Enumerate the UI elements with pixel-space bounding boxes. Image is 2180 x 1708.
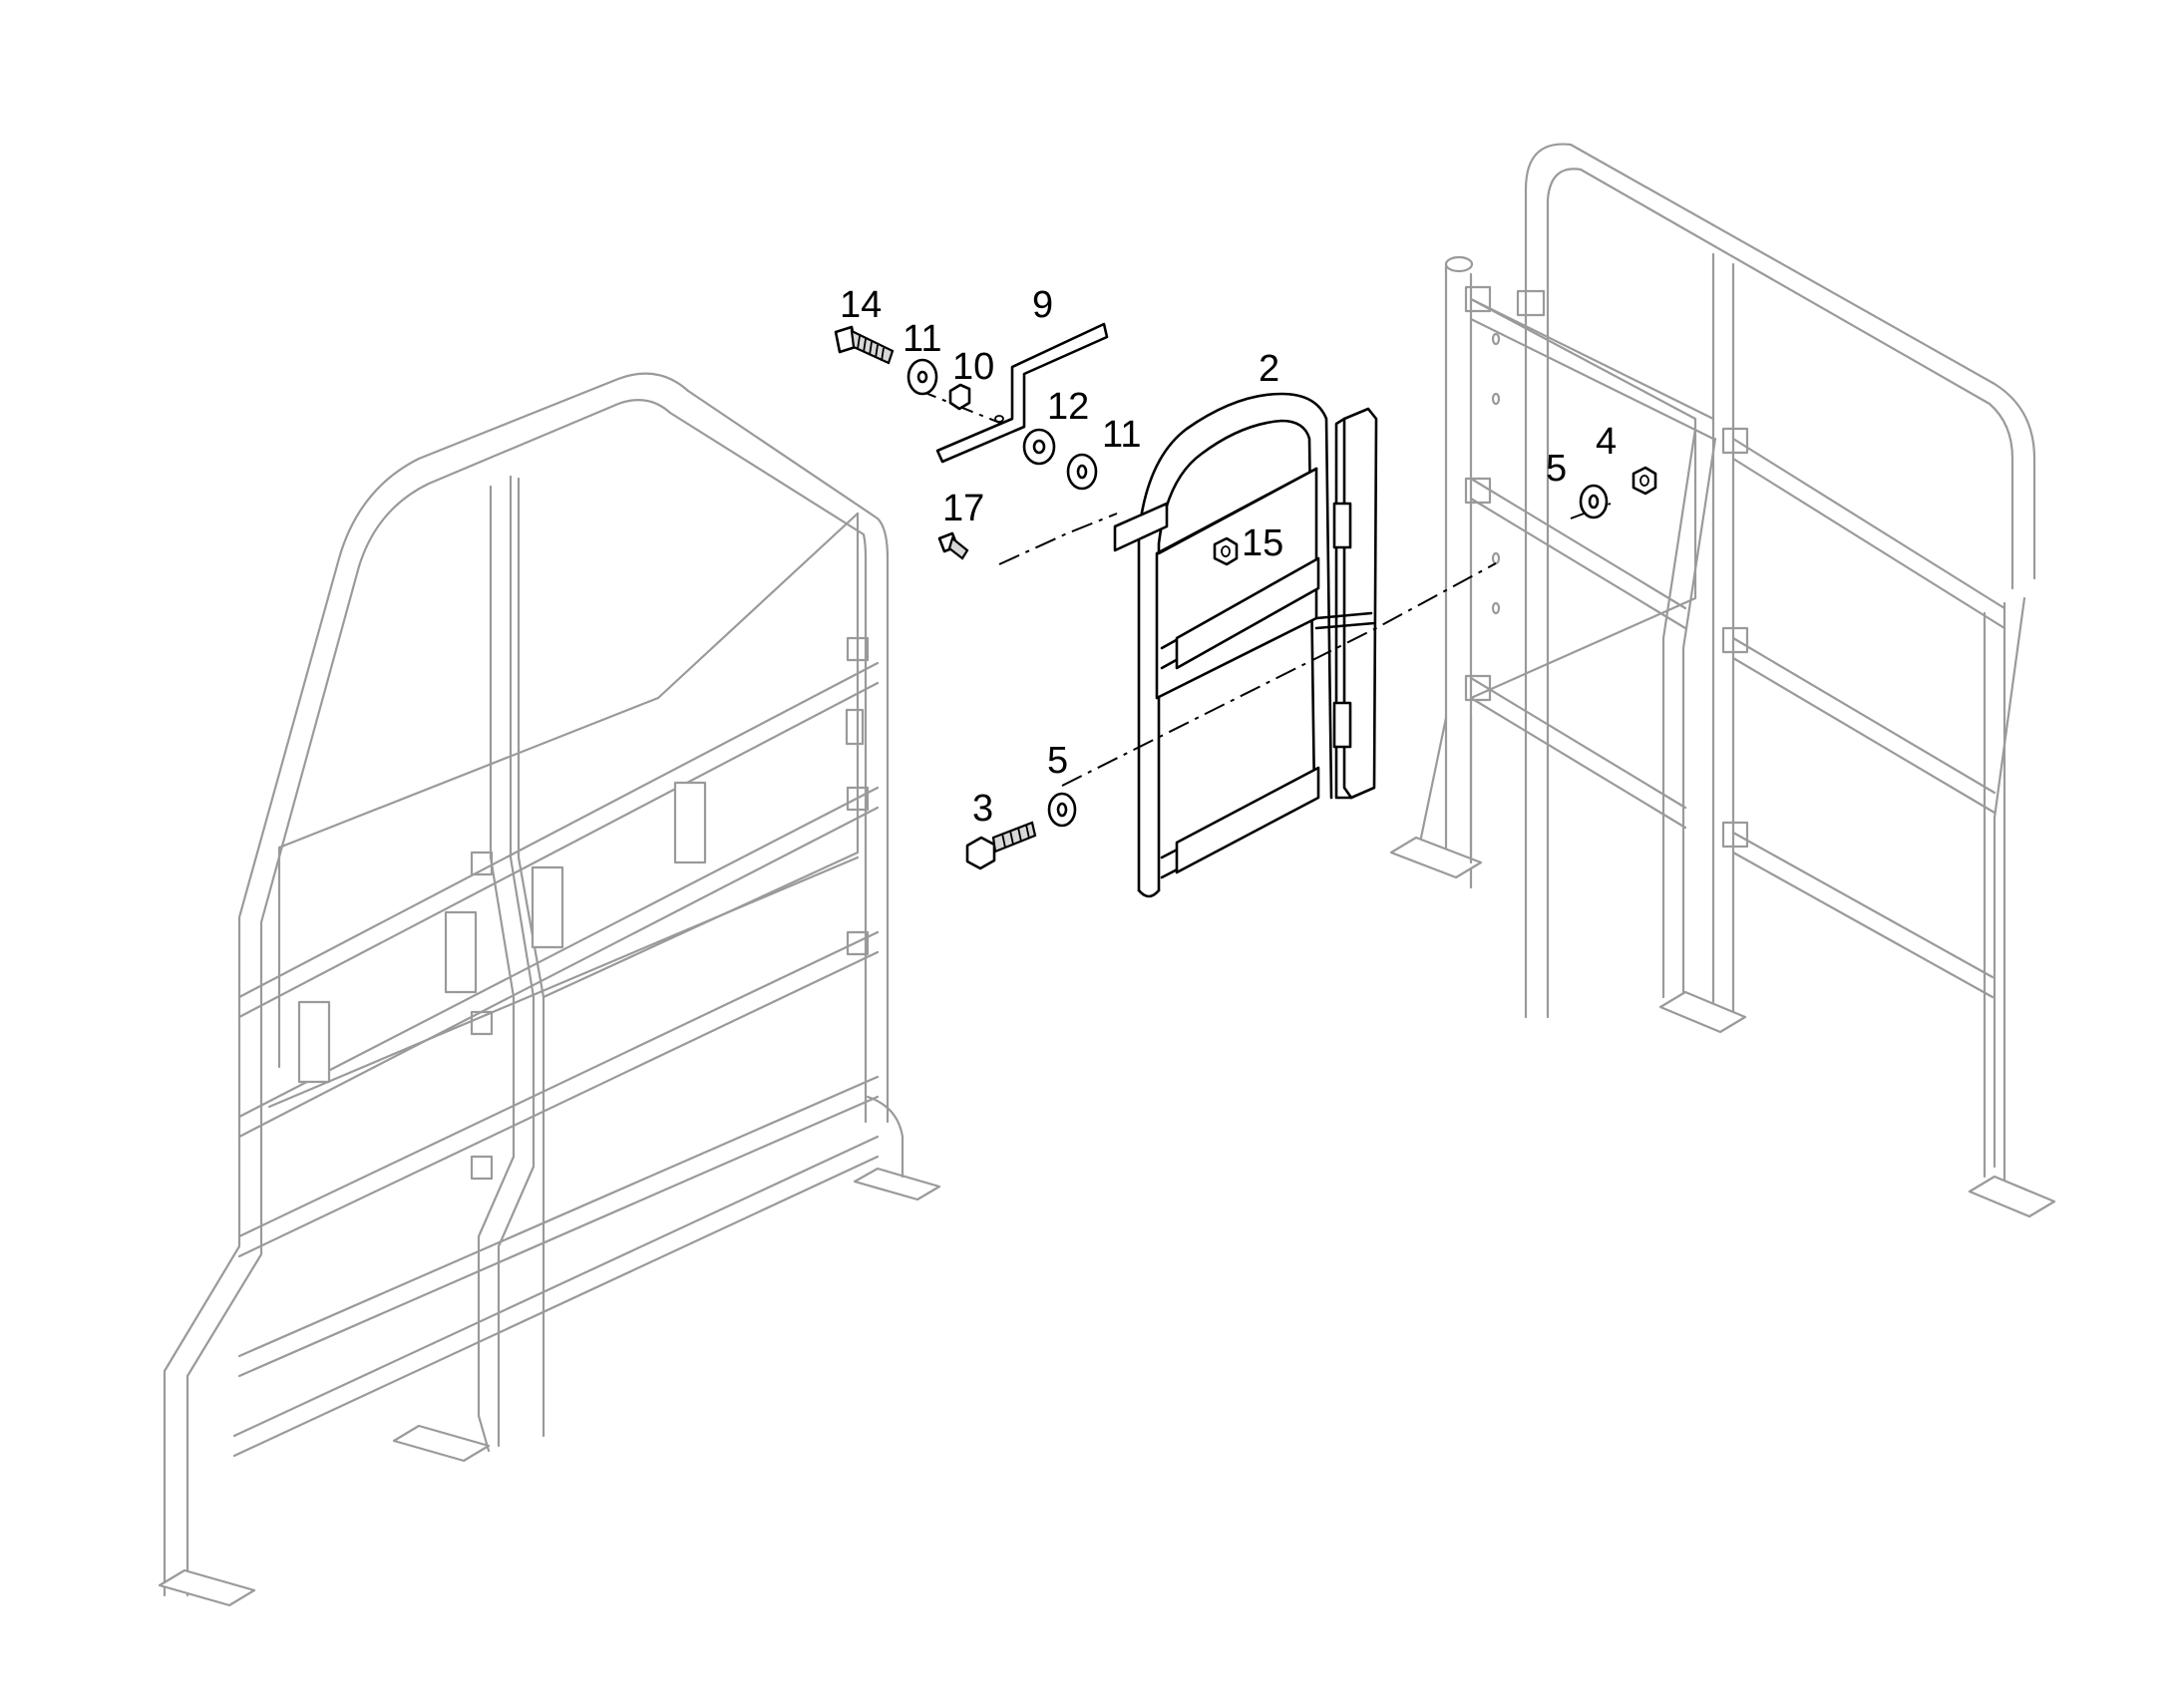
bolt-part-14 [834, 325, 895, 365]
bolt-part-3 [965, 821, 1037, 870]
washer-part-5-right [1579, 484, 1609, 519]
assembly-axis-gate [1061, 562, 1497, 787]
strap-part-9 [935, 322, 1109, 464]
assembly-axis-clamp [998, 512, 1118, 565]
callout-5-right: 5 [1546, 448, 1567, 490]
callout-12: 12 [1047, 386, 1089, 428]
left-frame-assembly [158, 372, 941, 1607]
washer-part-5-lower [1047, 792, 1077, 828]
callout-4: 4 [1596, 421, 1617, 463]
lock-washer-part-12 [1022, 428, 1056, 466]
callout-15: 15 [1242, 522, 1283, 564]
nut-part-4 [1632, 466, 1657, 496]
gate-frame-part-2 [1137, 392, 1378, 898]
callout-14: 14 [840, 284, 882, 326]
callout-9: 9 [1032, 284, 1053, 326]
callout-2: 2 [1259, 348, 1279, 390]
callout-3: 3 [972, 788, 993, 830]
callout-11-upper: 11 [903, 318, 941, 360]
washer-part-11-upper [907, 358, 938, 396]
right-frame-assembly [1389, 143, 2056, 1218]
washer-part-11-lower [1066, 453, 1098, 491]
spacer-part-10 [948, 383, 971, 411]
callout-5-lower: 5 [1047, 740, 1068, 782]
clamp-block [1113, 502, 1169, 552]
callout-10: 10 [952, 346, 994, 388]
callout-11-lower: 11 [1102, 414, 1141, 456]
screw-part-17 [937, 531, 969, 560]
callout-17: 17 [942, 488, 984, 529]
nut-part-15 [1213, 536, 1239, 566]
